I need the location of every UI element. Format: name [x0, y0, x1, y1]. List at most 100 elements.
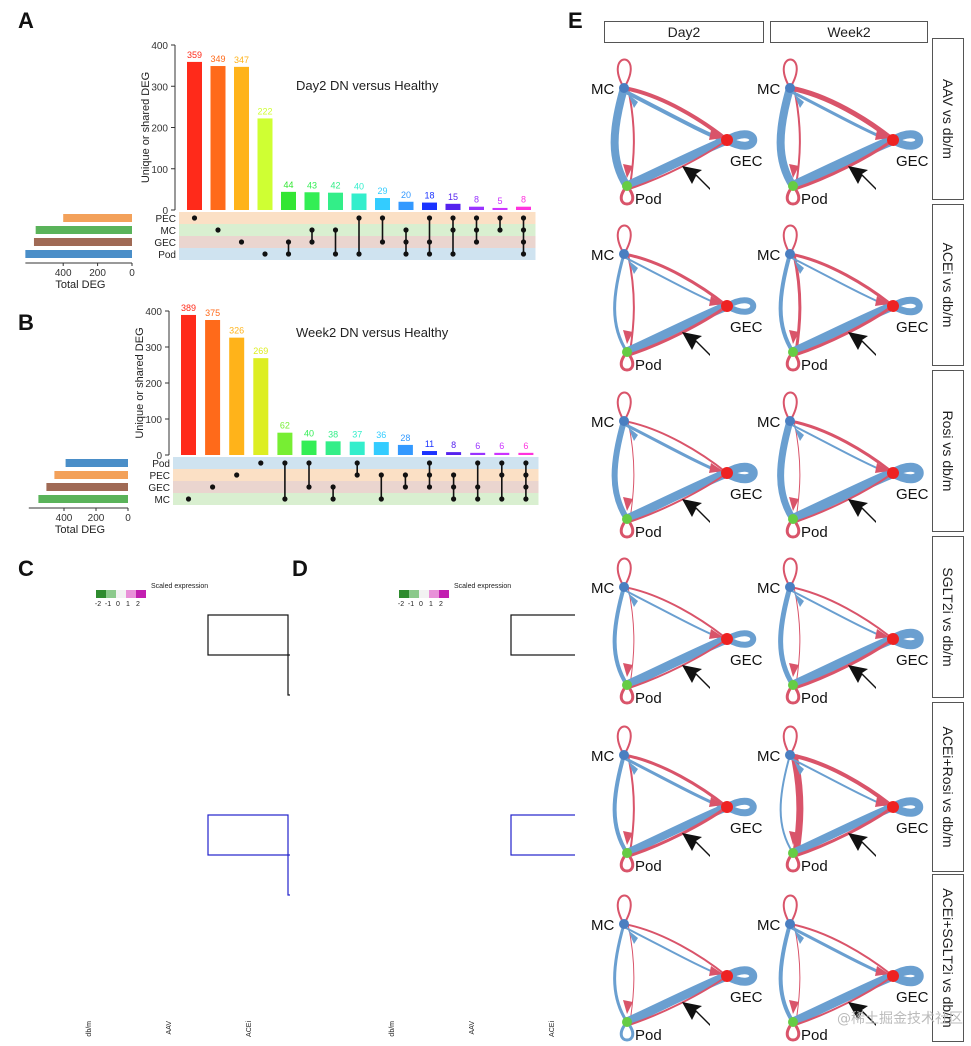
combo-dot	[451, 484, 457, 490]
heatmap-mc-day2: MC day2Scaled expression-2-1012db/mAAVAC…	[389, 583, 575, 1037]
node-label-pod: Pod	[801, 191, 828, 208]
edge-gec-pod	[628, 975, 728, 1026]
bar-data-label: 6	[475, 441, 480, 451]
node-label-mc: MC	[757, 414, 780, 431]
node-label-gec: GEC	[896, 319, 929, 336]
y-tick-label: 100	[145, 415, 162, 426]
combo-dot	[285, 239, 292, 245]
node-label-pod: Pod	[801, 858, 828, 875]
self-loop-mc	[616, 224, 632, 255]
node-pod	[788, 848, 798, 858]
legend-tick: -2	[95, 601, 101, 608]
edge-mc-gec	[789, 586, 894, 640]
network-row-label-2: Rosi vs db/m	[932, 370, 964, 532]
pointer-arrow	[682, 833, 710, 857]
edge-pod-gec	[790, 468, 895, 524]
node-label-gec: GEC	[730, 153, 763, 170]
edge-mc-gec	[789, 252, 894, 308]
legend-tick: 2	[136, 601, 140, 608]
node-mc	[785, 919, 795, 929]
node-mc	[619, 83, 629, 93]
node-label-gec: GEC	[730, 486, 763, 503]
edge-pod-mc	[790, 754, 804, 854]
arrowhead	[875, 296, 889, 306]
edge-pod-mc	[627, 923, 635, 1023]
self-loop-gec	[890, 462, 924, 484]
arrowhead	[709, 966, 723, 976]
node-gec	[721, 633, 733, 645]
y-tick-label: 0	[156, 451, 162, 462]
bar	[253, 358, 269, 455]
arrowhead	[794, 593, 804, 607]
set-axis-tick-label: 200	[88, 513, 105, 524]
node-pod	[622, 848, 632, 858]
bar	[205, 320, 221, 455]
combo-dot	[332, 227, 339, 233]
edge-pod-mc	[793, 923, 801, 1023]
y-tick-label: 200	[145, 379, 162, 390]
bar-data-label: 42	[330, 181, 340, 191]
node-gec	[887, 300, 899, 312]
legend-tick: 1	[126, 601, 130, 608]
combo-dot	[450, 251, 456, 257]
y-axis-label: Unique or shared DEG	[134, 327, 146, 438]
set-band	[173, 481, 539, 493]
node-pod	[788, 1017, 798, 1027]
bar	[445, 203, 461, 210]
legend-swatch	[136, 590, 146, 598]
set-size-bar	[46, 483, 128, 491]
arrowhead	[789, 1000, 799, 1014]
set-label: MC	[154, 495, 170, 506]
pointer-arrow	[848, 833, 876, 857]
arrowhead	[709, 797, 723, 807]
arrowhead	[794, 427, 804, 441]
edge-pod-mc	[627, 87, 635, 187]
arrowhead	[789, 663, 799, 677]
edge-pod-gec	[625, 135, 729, 191]
node-gec	[887, 801, 899, 813]
combo-dot	[520, 227, 527, 233]
combo-dot	[378, 496, 384, 502]
self-loop-gec	[890, 628, 924, 650]
self-loop-pod	[619, 684, 635, 705]
bar	[281, 191, 296, 210]
node-label-pod: Pod	[635, 524, 662, 541]
set-label: GEC	[148, 483, 170, 494]
bar	[494, 452, 510, 455]
bar	[518, 452, 534, 455]
combo-dot	[330, 484, 336, 490]
column-label: ACEi	[549, 1021, 556, 1037]
set-axis-tick-label: 0	[129, 268, 135, 279]
network-row-label-5: ACEi+SGLT2i vs db/m	[932, 874, 964, 1042]
legend-title: Scaled expression	[454, 583, 511, 590]
arrowhead	[794, 260, 804, 274]
bar-data-label: 349	[210, 54, 225, 64]
node-label-pod: Pod	[635, 858, 662, 875]
network-col-header-week2: Week2	[770, 21, 928, 43]
combo-dot	[378, 472, 384, 478]
panel-label-d: D	[292, 556, 308, 581]
panel-label-c: C	[18, 556, 34, 581]
combo-dot	[475, 460, 481, 466]
combo-dot	[309, 239, 315, 245]
node-gec	[721, 300, 733, 312]
bar-data-label: 18	[424, 191, 434, 201]
legend-tick: -1	[408, 601, 414, 608]
combo-dot	[499, 460, 505, 466]
y-tick-label: 400	[145, 307, 162, 318]
bar-data-label: 20	[401, 190, 411, 200]
pointer-arrow	[848, 665, 876, 689]
node-pod	[622, 1017, 632, 1027]
combo-dot	[402, 484, 408, 490]
node-pod	[788, 514, 798, 524]
bar	[349, 441, 365, 455]
edge-gec-pod	[628, 472, 728, 523]
legend-swatch	[126, 590, 136, 598]
set-axis-tick-label: 200	[89, 268, 106, 279]
bar-data-label: 222	[257, 106, 272, 116]
arrowhead	[794, 761, 804, 775]
combo-dot	[473, 227, 480, 233]
edge-gec-pod	[794, 975, 894, 1026]
set-label: PEC	[155, 214, 176, 225]
